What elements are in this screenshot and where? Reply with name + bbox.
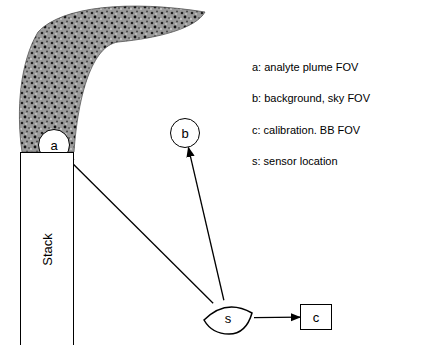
sight-line-arrow: [65, 156, 213, 303]
legend-note: b: background, sky FOV: [252, 93, 370, 104]
sight-line-arrow: [188, 148, 223, 301]
stack-label: Stack: [40, 233, 53, 266]
node-letter: a: [50, 139, 57, 152]
legend-note: a: analyte plume FOV: [252, 62, 358, 73]
legend-note: s: sensor location: [252, 156, 338, 167]
sight-line-arrow: [254, 317, 300, 319]
legend-note: c: calibration. BB FOV: [252, 125, 360, 136]
fov-circle: b: [170, 118, 200, 148]
node-letter: s: [225, 312, 232, 325]
stack-box: Stack: [20, 152, 74, 345]
node-letter: c: [313, 311, 320, 324]
sensor-symbol: s: [202, 300, 254, 336]
calibration-box: c: [300, 304, 332, 330]
node-letter: b: [181, 127, 188, 140]
